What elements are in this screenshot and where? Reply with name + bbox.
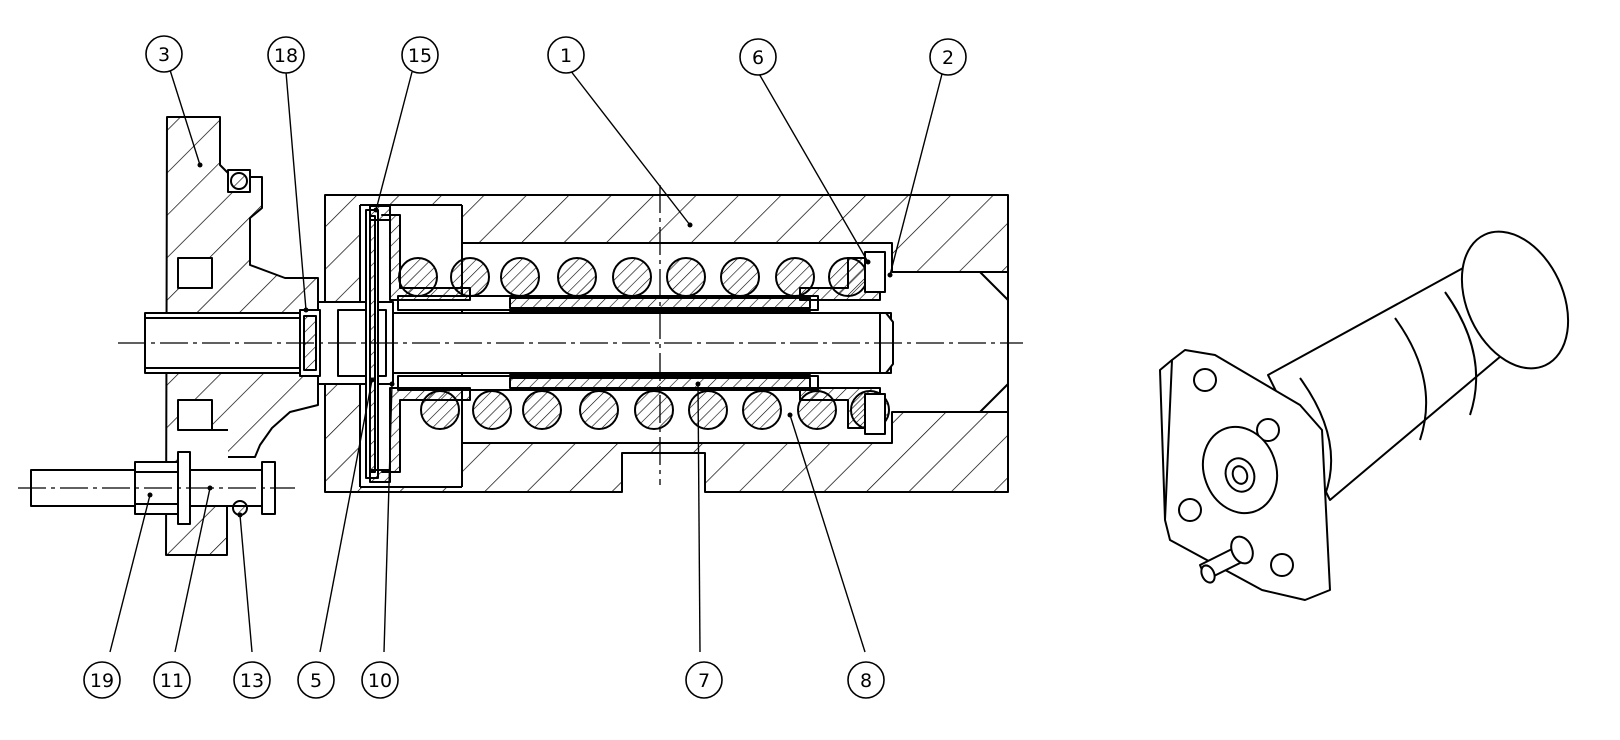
isometric-view xyxy=(1159,230,1570,601)
callout-label: 18 xyxy=(274,45,298,67)
callout-label: 8 xyxy=(860,670,872,692)
callout-5: 5 xyxy=(297,661,335,699)
callout-label: 13 xyxy=(240,670,264,692)
spring-seats xyxy=(365,205,886,483)
callout-label: 3 xyxy=(158,44,170,66)
callout-label: 15 xyxy=(408,45,432,67)
callout-1: 1 xyxy=(547,36,585,74)
callout-circle xyxy=(145,35,183,73)
callout-19: 19 xyxy=(83,661,121,699)
callout-label: 5 xyxy=(310,670,322,692)
callout-7: 7 xyxy=(685,661,723,699)
callout-8: 8 xyxy=(847,661,885,699)
callout-13: 13 xyxy=(233,661,271,699)
spring-coil-section xyxy=(500,257,540,297)
callout-circle xyxy=(401,36,439,74)
callout-circle xyxy=(685,661,723,699)
spring-coil-section xyxy=(579,390,619,430)
callout-3: 3 xyxy=(145,35,183,73)
leader-lines xyxy=(109,69,943,653)
callout-18: 18 xyxy=(267,36,305,74)
callout-label: 2 xyxy=(942,47,954,69)
callout-circle xyxy=(153,661,191,699)
callout-6: 6 xyxy=(739,38,777,76)
callout-circle xyxy=(267,36,305,74)
callout-circle xyxy=(361,661,399,699)
callout-10: 10 xyxy=(361,661,399,699)
callout-circle xyxy=(233,661,271,699)
callout-label: 19 xyxy=(90,670,114,692)
callout-2: 2 xyxy=(929,38,967,76)
callout-label: 10 xyxy=(368,670,392,692)
callout-circle xyxy=(297,661,335,699)
callout-11: 11 xyxy=(153,661,191,699)
callout-label: 7 xyxy=(698,670,710,692)
callout-circle xyxy=(547,36,585,74)
spring-coil-section xyxy=(557,257,597,297)
spring-coil-section xyxy=(688,390,728,430)
spring-coil-section xyxy=(612,257,652,297)
callout-15: 15 xyxy=(401,36,439,74)
spring-coil-section xyxy=(742,390,782,430)
callout-circle xyxy=(847,661,885,699)
centerlines xyxy=(18,185,1023,489)
callout-circle xyxy=(739,38,777,76)
spring-coil-section xyxy=(775,257,815,297)
spring-coil-section xyxy=(666,257,706,297)
callout-bubbles: 3 18 15 1 6 2 19 11 13 5 10 7 8 xyxy=(83,35,967,699)
callout-circle xyxy=(83,661,121,699)
cross-section-view xyxy=(18,69,1023,653)
callout-label: 11 xyxy=(160,670,184,692)
callout-label: 6 xyxy=(752,47,764,69)
callout-label: 1 xyxy=(560,45,572,67)
spring-coil-section xyxy=(472,390,512,430)
spring-coil-section xyxy=(634,390,674,430)
callout-circle xyxy=(929,38,967,76)
spring-coil-section xyxy=(522,390,562,430)
spring-coil-section xyxy=(720,257,760,297)
